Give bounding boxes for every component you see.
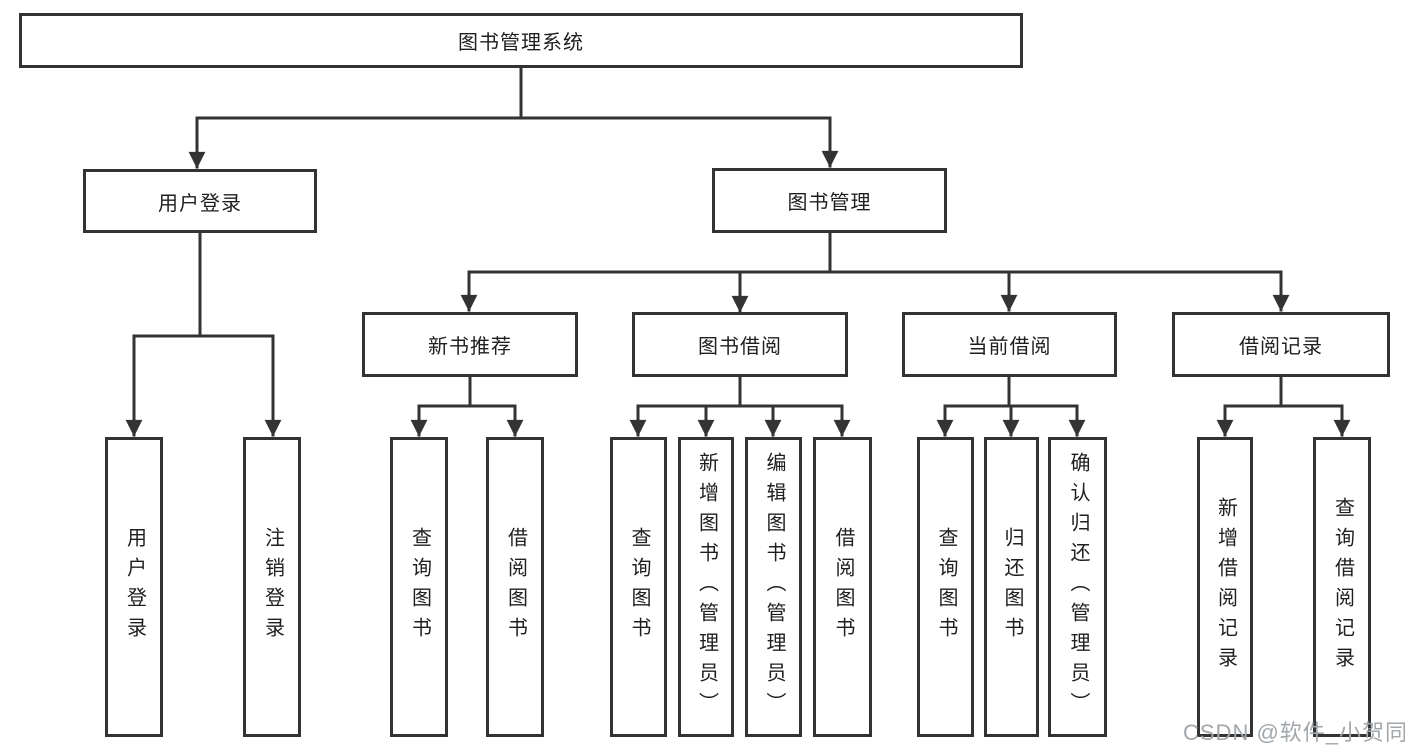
csdn-watermark: CSDN @软件_小贺同学	[1183, 720, 1405, 745]
node-leaf-recommend-query-books: 查询图书	[390, 437, 448, 737]
node-book-management: 图书管理	[712, 168, 947, 233]
leaf-label: 归还图书	[1001, 527, 1023, 647]
leaf-label: 编辑图书（管理员）	[763, 452, 785, 722]
node-leaf-confirm-return-admin: 确认归还（管理员）	[1048, 437, 1107, 737]
node-new-book-recommend: 新书推荐	[362, 312, 578, 377]
node-leaf-borrow-borrow-books: 借阅图书	[813, 437, 872, 737]
node-leaf-add-borrow-record: 新增借阅记录	[1197, 437, 1253, 737]
node-leaf-add-books-admin: 新增图书（管理员）	[678, 437, 734, 737]
leaf-label: 注销登录	[261, 527, 284, 647]
node-leaf-user-login: 用户登录	[105, 437, 163, 737]
leaf-label: 查询借阅记录	[1331, 497, 1354, 677]
node-book-borrow: 图书借阅	[632, 312, 848, 377]
leaf-label: 查询图书	[935, 527, 957, 647]
leaf-label: 查询图书	[628, 527, 650, 647]
node-leaf-current-query-books: 查询图书	[917, 437, 974, 737]
node-leaf-query-borrow-record: 查询借阅记录	[1313, 437, 1371, 737]
node-borrow-records: 借阅记录	[1172, 312, 1390, 377]
leaf-label: 确认归还（管理员）	[1067, 452, 1089, 722]
leaf-label: 借阅图书	[832, 527, 854, 647]
leaf-label: 新增借阅记录	[1214, 497, 1237, 677]
node-leaf-logout: 注销登录	[243, 437, 301, 737]
node-user-login: 用户登录	[83, 169, 317, 233]
leaf-label: 借阅图书	[504, 527, 527, 647]
leaf-label: 新增图书（管理员）	[695, 452, 718, 722]
node-leaf-recommend-borrow-books: 借阅图书	[486, 437, 544, 737]
leaf-label: 用户登录	[123, 527, 146, 647]
node-leaf-edit-books-admin: 编辑图书（管理员）	[745, 437, 802, 737]
node-leaf-return-books: 归还图书	[984, 437, 1039, 737]
node-current-borrow: 当前借阅	[902, 312, 1117, 377]
leaf-label: 查询图书	[408, 527, 431, 647]
node-leaf-borrow-query-books: 查询图书	[610, 437, 667, 737]
node-root-library-system: 图书管理系统	[19, 13, 1023, 68]
